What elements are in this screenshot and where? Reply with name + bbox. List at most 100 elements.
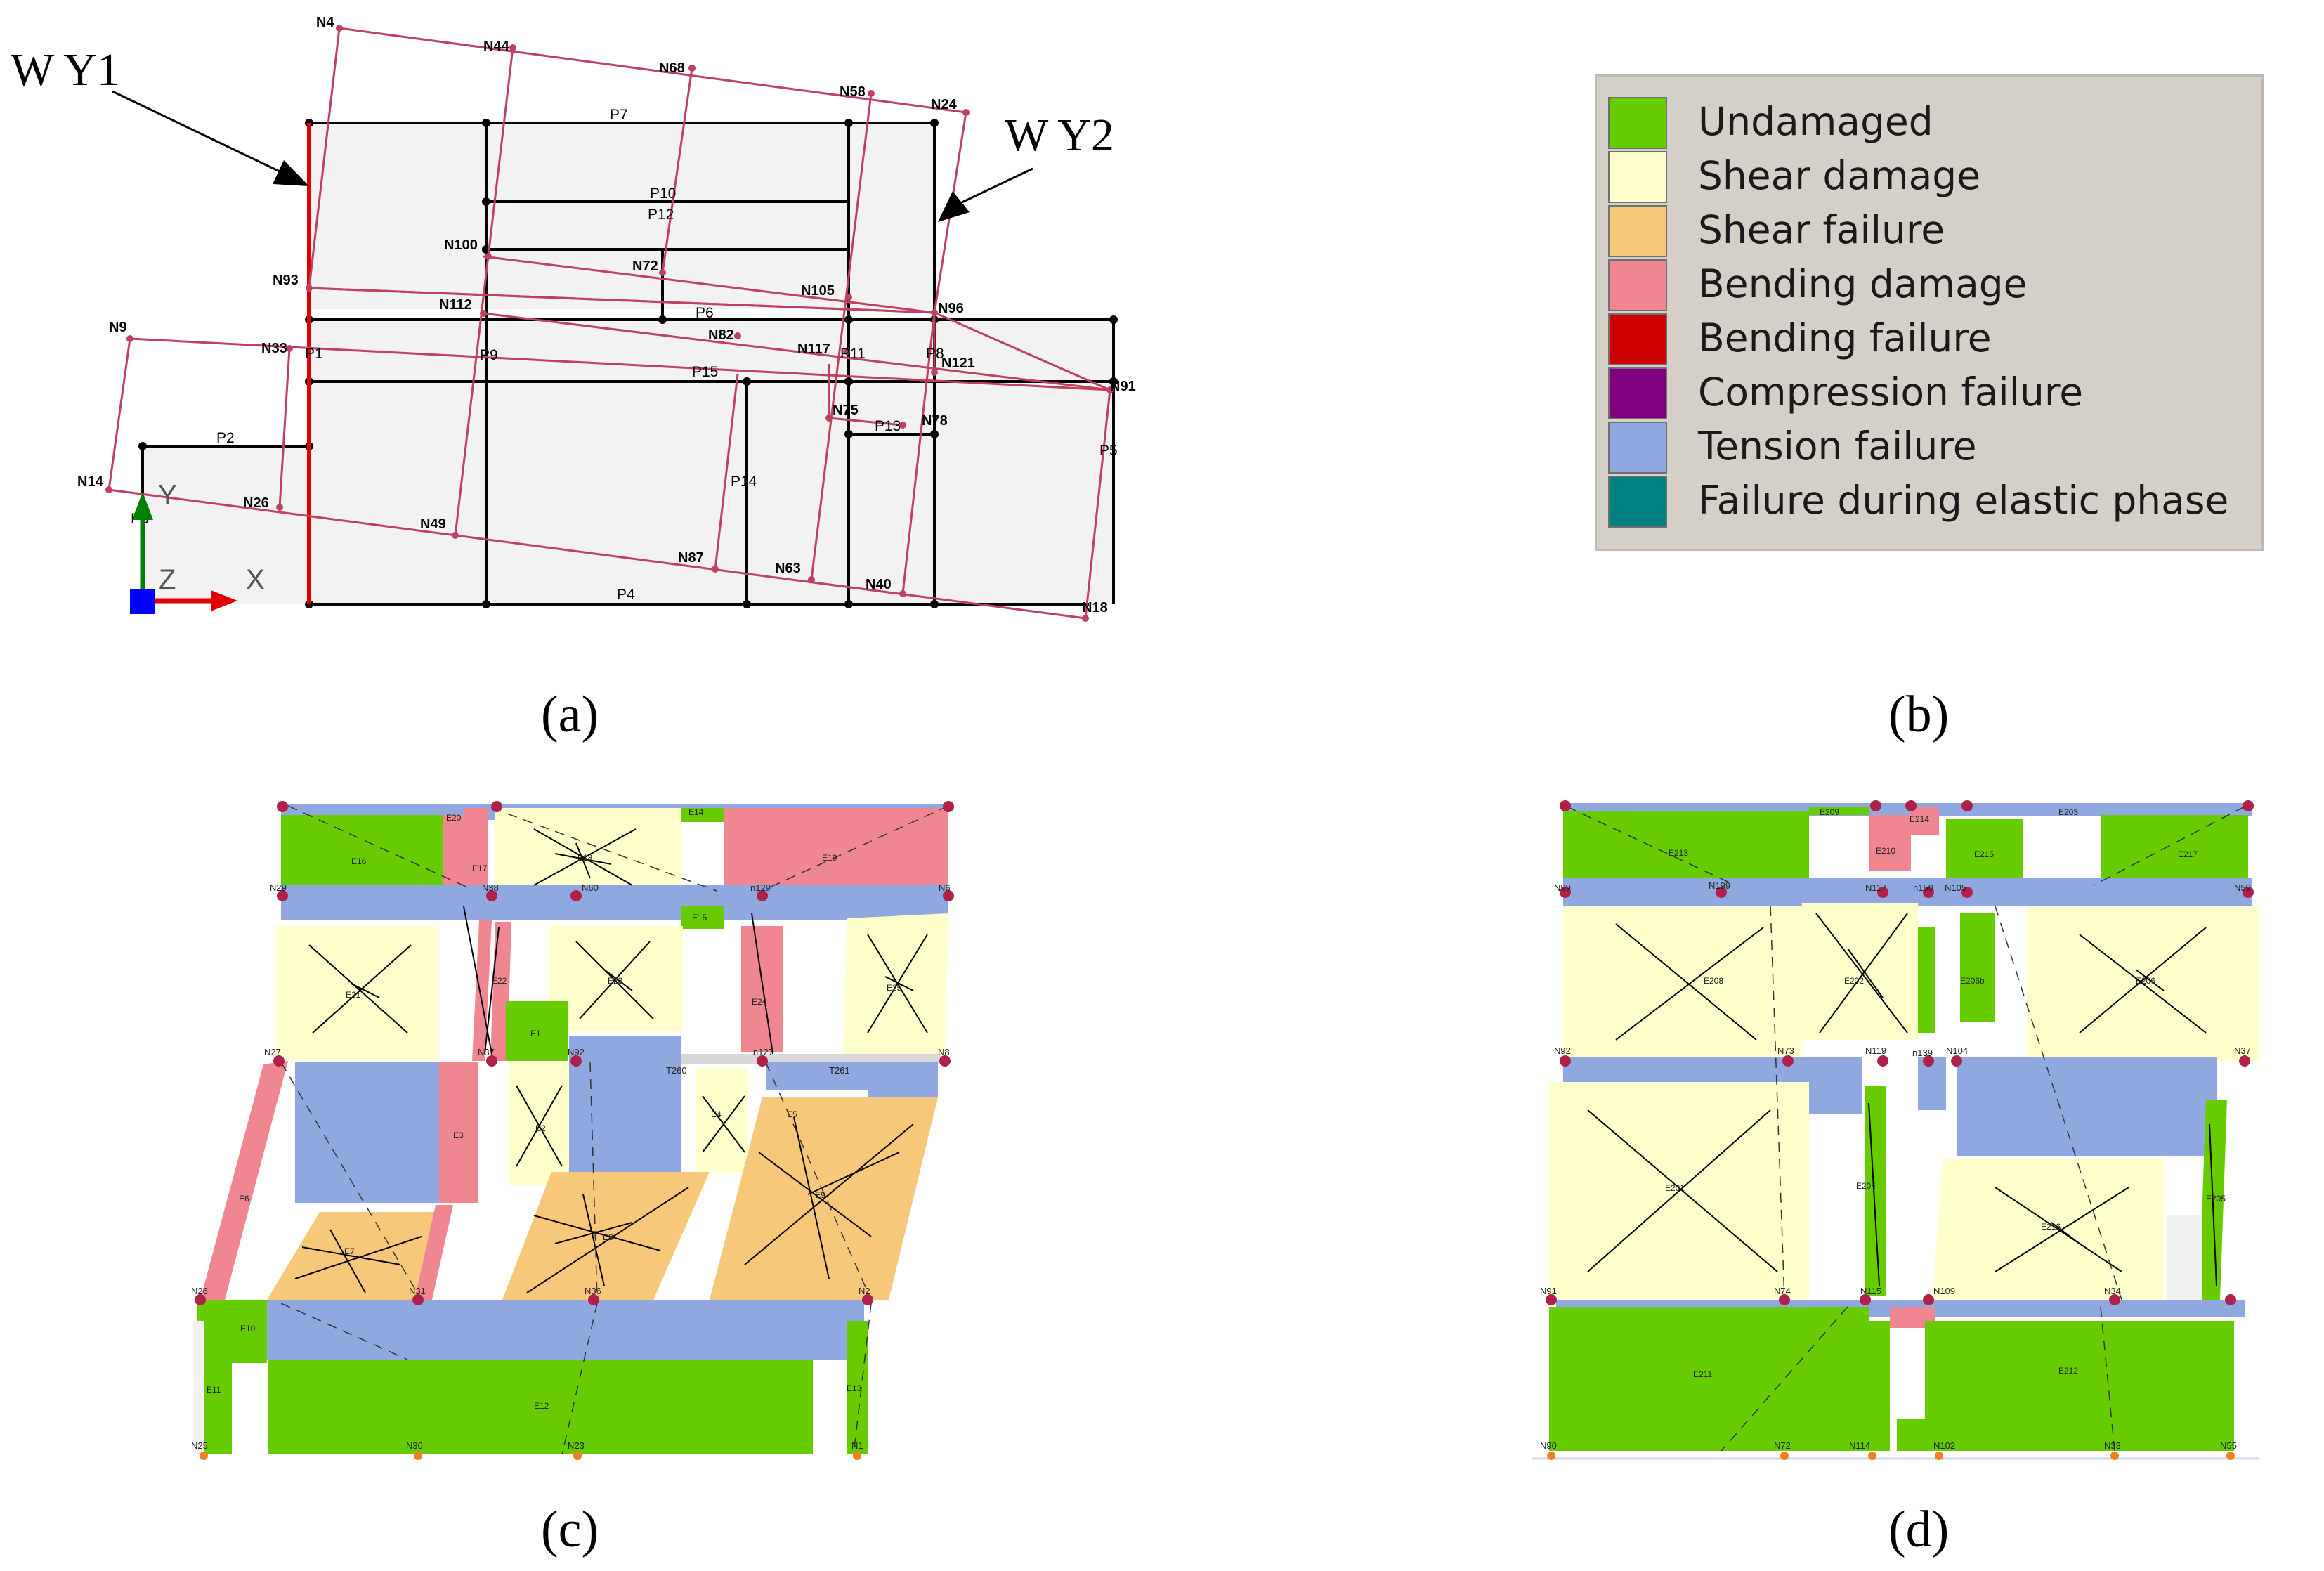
legend-item-undamaged: Undamaged [1604, 96, 2257, 150]
axes-triad [130, 492, 237, 614]
legend-swatch [1608, 205, 1667, 257]
legend-item-compression-failure: Compression failure [1604, 367, 2257, 421]
wall-c-element-label: E7 [344, 1246, 355, 1256]
plan-diagram: N4 N44 N68 N58 N24 N100 N72 N105 N96 N93… [77, 15, 1136, 622]
plan-node-label: N33 [261, 341, 287, 356]
wall-d-base-markers [1547, 1452, 2235, 1460]
wall-d-node-label: N34 [2104, 1286, 2121, 1296]
wall-d-node-label: N90 [1540, 1440, 1557, 1451]
legend-label: Shear failure [1698, 207, 1945, 252]
wall-d-element-label: E210 [1876, 846, 1895, 856]
plan-panel-label: P10 [650, 185, 676, 202]
legend-label: Undamaged [1698, 99, 1933, 144]
wall-d-element-label: E213 [1669, 848, 1688, 858]
wall-c-links [280, 805, 949, 1455]
legend-label: Shear damage [1698, 153, 1981, 198]
wall-c-element-label: E18 [577, 853, 593, 863]
wall-d-node-label: N104 [1946, 1045, 1968, 1056]
wall-d-node-label: N91 [1540, 1286, 1557, 1296]
wall-d-element-label: E208 [1704, 976, 1723, 986]
wall-c-element-label: E13 [847, 1383, 862, 1393]
wall-c-element-label: E23 [608, 976, 623, 986]
wall-c-node-label: N25 [191, 1440, 208, 1451]
wall-c-node-labels: N29 N38 N60 n129 N6 N27 N37 N92 n127 N8 … [191, 882, 951, 1451]
plan-node-label: N96 [938, 301, 964, 316]
plan-panel-label: P5 [1099, 443, 1118, 459]
wall-d-node-label: N105 [1945, 882, 1966, 893]
wall-d-links [1566, 806, 2245, 1452]
wall-c-element-label: E5 [787, 1109, 797, 1119]
plan-node-label: N49 [420, 516, 446, 532]
wall-d-element-label: E206b [1960, 976, 1985, 986]
wall-c-element-labels: E16 E17 E18 E19 E20 E21 E22 E23 E24 E25 … [207, 807, 902, 1411]
plan-node-label: N9 [109, 320, 127, 335]
legend-label: Compression failure [1698, 370, 2084, 415]
plan-node-label: N26 [243, 495, 269, 511]
plan-panel-label: P13 [875, 418, 901, 434]
plan-node-labels: N4 N44 N68 N58 N24 N100 N72 N105 N96 N93… [77, 15, 1136, 615]
plan-panel-label: P14 [731, 474, 757, 490]
plan-node-label: N87 [678, 550, 704, 566]
wall-d-element-labels: E209 E214 E213 E215 E203 E217 E210 E208 … [1665, 807, 2226, 1379]
plan-node-label: N58 [840, 84, 866, 100]
legend-swatch [1608, 367, 1667, 419]
plan-node-label: N112 [439, 297, 472, 313]
wall-d-node-label: N33 [2104, 1440, 2121, 1451]
plan-floor-left [143, 446, 309, 604]
plan-node-label: N63 [775, 561, 801, 576]
wall-d-node-label: N199 [1709, 880, 1730, 891]
plan-panel-label: P1 [305, 346, 323, 362]
wall-c-element-label: E4 [711, 1109, 722, 1119]
plan-panel-label: P6 [696, 305, 714, 321]
panel-label-a: (a) [541, 686, 599, 743]
wall-d-node-labels: N99 N199 N117 n150 N105 N59 N92 N73 N119… [1540, 880, 2251, 1451]
wall-c-element-label: E25 [887, 983, 902, 993]
wall-c-elements [193, 804, 948, 1454]
panel-label-d: (d) [1888, 1501, 1950, 1558]
plan-node-label: N14 [77, 474, 104, 490]
wall-c-node-label: N1 [851, 1440, 863, 1451]
plan-node-label: N72 [632, 259, 658, 274]
wall-d-element-label: E216 [2041, 1222, 2061, 1232]
wall-c-node-label: n129 [750, 882, 771, 893]
wall-d-element-label: E205 [2206, 1194, 2226, 1204]
wall-c-element-label: E20 [446, 813, 462, 823]
wall-d-node-label: N59 [2234, 882, 2251, 893]
wall-d-element-label: E202 [1844, 976, 1864, 986]
wall-d-node-label: N109 [1933, 1286, 1955, 1296]
plan-node-label: N105 [801, 283, 835, 299]
wall-d-node-label: N114 [1849, 1440, 1870, 1451]
wall-c-element-label: E6 [239, 1194, 249, 1204]
legend-swatch [1608, 259, 1667, 311]
wall-c-node-label: N37 [478, 1047, 495, 1057]
wall-d-element-label: E206 [2136, 976, 2155, 986]
wall-d-elements [1532, 803, 2259, 1460]
wall-d-element-label: E212 [2058, 1366, 2078, 1376]
wall-c-node-label: N8 [938, 1047, 950, 1057]
plan-panel-label: P4 [617, 587, 635, 603]
wall-label-wy1: W Y1 [11, 44, 120, 96]
plan-panel-label: P7 [610, 107, 628, 123]
wall-c-node-label: N23 [568, 1440, 585, 1451]
wall-c-node-label: N31 [409, 1286, 426, 1296]
wall-c-cracks [294, 828, 928, 1293]
damage-legend: Undamaged Shear damage Shear failure Ben… [1595, 74, 2264, 551]
wall-c-element-label: E15 [692, 913, 707, 923]
wall-c-element-label: E2 [535, 1123, 546, 1133]
wall-d-cracks [1587, 913, 2217, 1286]
wall-c-element-label: E24 [752, 997, 767, 1007]
wall-d-node-label: N73 [1777, 1045, 1794, 1056]
plan-floor-lower [309, 320, 934, 604]
axis-label-z: Z [159, 564, 176, 595]
wall-c-element-label: E11 [207, 1385, 221, 1395]
wall-d-element-label: E201 [1665, 1183, 1685, 1193]
wall-c-element-label: E21 [346, 990, 361, 1000]
plan-wall-grid [141, 122, 1115, 606]
legend-item-bending-failure: Bending failure [1604, 313, 2257, 367]
plan-mesh-lines [107, 27, 1111, 620]
legend-label: Bending damage [1698, 261, 2028, 306]
plan-node-label: N93 [273, 273, 299, 288]
legend-item-shear-failure: Shear failure [1604, 204, 2257, 259]
plan-node-label: N18 [1082, 600, 1108, 615]
wall-d-node-label: N115 [1860, 1286, 1881, 1296]
